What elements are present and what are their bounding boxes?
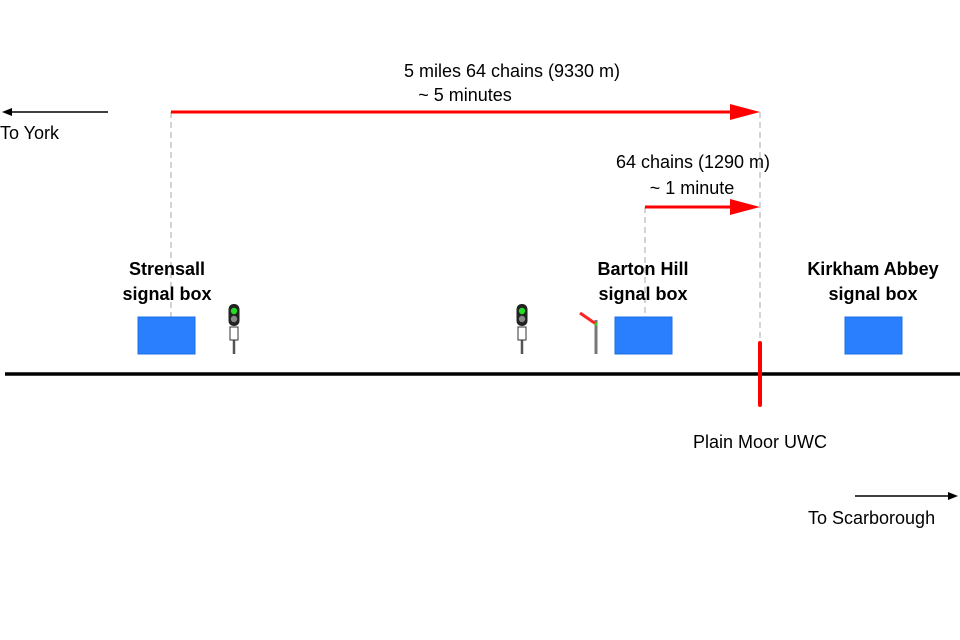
- signal-box-subtitle: signal box: [122, 284, 211, 304]
- direction-scarborough: To Scarborough: [808, 492, 958, 528]
- to-york-label: To York: [0, 123, 60, 143]
- crossing-label: Plain Moor UWC: [693, 432, 827, 452]
- arrow-left-icon: [2, 108, 12, 116]
- semaphore-signal-icon: [579, 311, 598, 354]
- to-scarborough-label: To Scarborough: [808, 508, 935, 528]
- signal-box-building: [137, 316, 196, 355]
- signal-box-name: Strensall: [129, 259, 205, 279]
- arrow-right-icon: [948, 492, 958, 500]
- arrowhead-icon: [730, 199, 760, 215]
- signal-box-name: Kirkham Abbey: [807, 259, 938, 279]
- arrowhead-icon: [730, 104, 760, 120]
- signal-box-name: Barton Hill: [597, 259, 688, 279]
- signal-box-strensall: Strensall signal box: [122, 259, 212, 355]
- colour-light-signal-icon: [516, 304, 528, 354]
- colour-light-signal-icon: [228, 304, 240, 354]
- signal-box-subtitle: signal box: [828, 284, 917, 304]
- time-long-label: ~ 5 minutes: [418, 85, 512, 105]
- distance-short-label: 64 chains (1290 m): [616, 152, 770, 172]
- distance-long: 5 miles 64 chains (9330 m) ~ 5 minutes: [171, 61, 760, 120]
- distance-long-label: 5 miles 64 chains (9330 m): [404, 61, 620, 81]
- signal-box-barton-hill: Barton Hill signal box: [597, 259, 689, 355]
- time-short-label: ~ 1 minute: [650, 178, 735, 198]
- signal-box-subtitle: signal box: [598, 284, 687, 304]
- distance-short: 64 chains (1290 m) ~ 1 minute: [616, 152, 770, 215]
- signal-box-building: [614, 316, 673, 355]
- direction-york: To York: [0, 108, 108, 143]
- signal-box-kirkham-abbey: Kirkham Abbey signal box: [807, 259, 939, 355]
- signal-box-building: [844, 316, 903, 355]
